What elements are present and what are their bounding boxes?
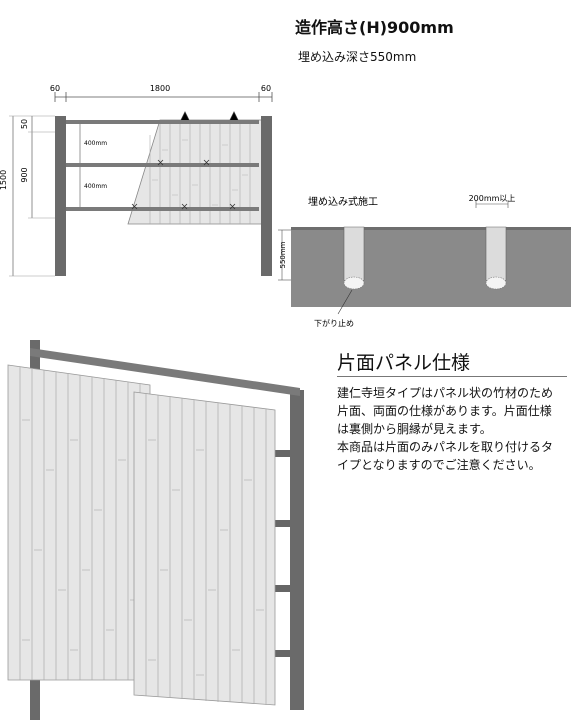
height-fence-label: 900 (20, 167, 29, 182)
dim-left-label: 60 (50, 84, 60, 93)
footing-label: 下がり止め (314, 318, 354, 328)
post-right-3d (290, 390, 304, 710)
spec-paragraph-1: 建仁寺垣タイプはパネル状の竹材のため片面、両面の仕様があります。片面仕様は裏側か… (337, 386, 554, 436)
post-right (261, 116, 272, 276)
section-title: 片面パネル仕様 (337, 352, 471, 374)
post-left (55, 116, 66, 276)
embed-depth-subtitle: 埋め込み深さ550mm (298, 50, 417, 64)
panel-left-3d (7, 364, 151, 681)
rail-spacing-upper: 400mm (84, 140, 107, 147)
fence-elevation-drawing: 60 1800 60 1500 900 50 400mm 400mm (0, 84, 273, 277)
height-total-label: 1500 (0, 170, 8, 190)
rail-spacing-lower: 400mm (84, 183, 107, 190)
depth-label: 550mm (279, 241, 287, 268)
embed-title: 埋め込み式施工 (308, 195, 378, 208)
hole-width-label: 200mm以上 (469, 194, 516, 203)
dim-center-label: 1800 (150, 84, 170, 93)
spec-paragraph-2: 本商品は片面のみパネルを取り付けるタイプとなりますのでご注意ください。 (337, 440, 554, 472)
panel-right-3d (133, 391, 276, 706)
rail-bottom (66, 207, 259, 211)
rail-top-3d (30, 348, 300, 396)
dim-right-label: 60 (261, 84, 271, 93)
embed-section-drawing: 埋め込み式施工 200mm以上 550mm 下がり止め (278, 194, 571, 328)
section-divider (337, 376, 567, 377)
height-top-label: 50 (20, 119, 29, 129)
rail-top (66, 120, 259, 124)
spec-description: 建仁寺垣タイプはパネル状の竹材のため片面、両面の仕様があります。片面仕様は裏側か… (337, 384, 563, 474)
ground-section (291, 227, 571, 307)
fence-perspective-illustration (7, 340, 304, 720)
page-title: 造作高さ(H)900mm (295, 18, 454, 37)
